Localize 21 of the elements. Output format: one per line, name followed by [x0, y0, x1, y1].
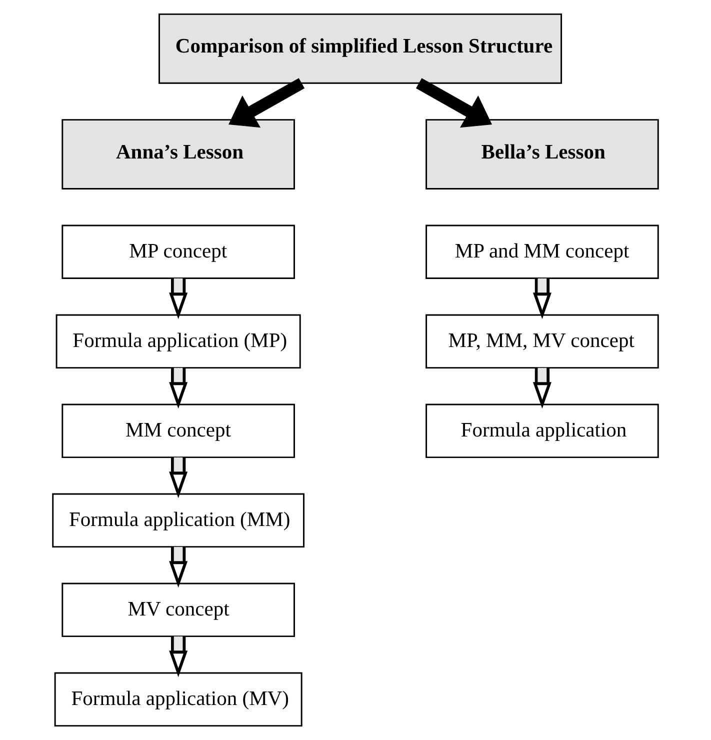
node-box: Comparison of simplified Lesson Structure — [158, 13, 562, 84]
node-box: Bella’s Lesson — [426, 119, 659, 190]
arrow — [532, 368, 552, 409]
arrow — [169, 546, 188, 588]
node-box: Formula application — [426, 404, 659, 458]
node-box: MM concept — [62, 404, 295, 458]
arrow — [228, 78, 305, 128]
node-box: Formula application (MP) — [56, 314, 301, 369]
node-box: Formula application (MM) — [52, 493, 305, 548]
arrow — [169, 457, 188, 498]
node-box: MP, MM, MV concept — [426, 314, 659, 369]
node-box: MP concept — [62, 224, 295, 280]
arrow — [532, 278, 552, 320]
arrow — [169, 636, 188, 678]
node-box: Anna’s Lesson — [62, 119, 295, 190]
node-box: MV concept — [62, 582, 295, 638]
node-box: MP and MM concept — [426, 224, 659, 280]
arrow — [169, 278, 188, 320]
node-box: Formula application (MV) — [54, 672, 302, 727]
arrow — [169, 368, 188, 409]
arrow — [416, 78, 492, 128]
